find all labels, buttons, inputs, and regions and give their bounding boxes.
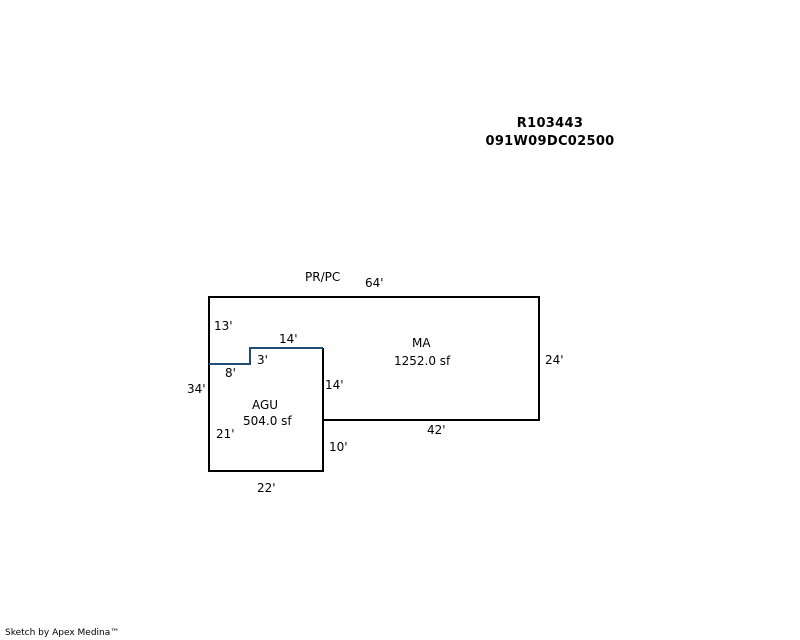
dimension-step-vertical: 3' (257, 353, 268, 367)
dimension-right: 24' (545, 353, 564, 367)
parcel-account-number: R103443 (516, 116, 584, 131)
parcel-map-number: 091W09DC02500 (485, 134, 615, 149)
dimension-top: 64' (365, 276, 384, 290)
step-wall-line (209, 347, 323, 365)
parcel-header: R103443 091W09DC02500 (470, 115, 630, 151)
dimension-left-total: 34' (187, 382, 206, 396)
sketch-credit: Sketch by Apex Medina™ (5, 628, 120, 638)
main-area-outline (208, 296, 540, 421)
dimension-garage-right-lower: 10' (329, 440, 348, 454)
porch-label: PR/PC (305, 270, 340, 284)
garage-area-code: AGU (252, 398, 278, 412)
dimension-left-upper: 13' (214, 319, 233, 333)
dimension-step-top: 14' (279, 332, 298, 346)
dimension-garage-bottom: 22' (257, 481, 276, 495)
main-area-code: MA (412, 336, 431, 350)
garage-area-size: 504.0 sf (243, 414, 292, 428)
dimension-garage-right-upper: 14' (325, 378, 344, 392)
dimension-left-lower: 21' (216, 427, 235, 441)
dimension-step-horizontal: 8' (225, 366, 236, 380)
garage-outline (208, 348, 324, 472)
main-area-size: 1252.0 sf (394, 354, 451, 368)
dimension-main-bottom: 42' (427, 423, 446, 437)
